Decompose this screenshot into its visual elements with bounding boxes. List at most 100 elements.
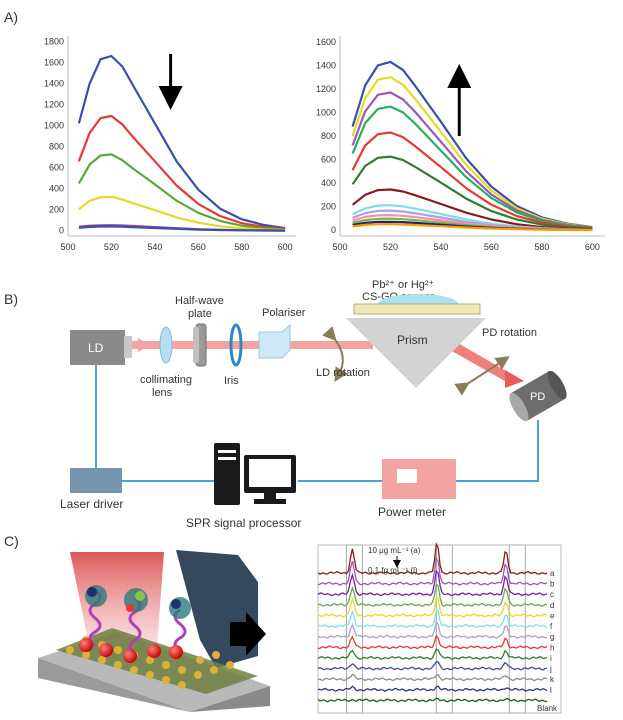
- chart-a1-series-2: [77, 114, 286, 230]
- chart-a2-x-tick-label: 560: [484, 242, 499, 252]
- chart-a1-y-tick-label: 600: [49, 163, 64, 173]
- chart-a2-y-tick-label: 1000: [316, 107, 336, 117]
- chart-a1-y-tick-label: 1600: [44, 57, 64, 67]
- laser-diode-box: [70, 330, 125, 365]
- chart-c-series-label: d: [550, 601, 554, 610]
- chart-a1-y-tick-label: 0: [59, 226, 64, 236]
- chart-c-series-c: [317, 569, 548, 597]
- chart-c-series-label: e: [550, 611, 555, 620]
- chart-a1-y-tick-label: 400: [49, 184, 64, 194]
- chart-c-series-j: [317, 661, 548, 671]
- chart-a2-series-5: [351, 131, 593, 230]
- chart-a2-y-tick-label: 800: [321, 131, 336, 141]
- polariser-label: Polariser: [262, 307, 306, 319]
- chart-a1-x-tick-label: 500: [60, 242, 75, 252]
- pd-label: PD: [530, 391, 545, 403]
- chart-a2-series-6: [351, 155, 593, 230]
- laser-beam: [128, 341, 373, 349]
- chart-a1-y-tick-label: 800: [49, 142, 64, 152]
- chart-a1-series-6: [78, 225, 286, 232]
- prism-label: Prism: [397, 333, 428, 347]
- chart-c-series-f: [317, 608, 548, 629]
- chart-a2-x-tick-label: 580: [534, 242, 549, 252]
- ld-rotation-arrow-icon: [322, 326, 348, 383]
- laser-diode-nozzle: [124, 336, 132, 358]
- panel-c-label: C): [4, 533, 19, 549]
- chart-a2-x-tick-label: 520: [383, 242, 398, 252]
- panel-b-label: B): [4, 291, 18, 307]
- substrate-side: [190, 686, 270, 712]
- chart-c-series-g: [317, 620, 548, 639]
- chart-c-annotation-top: 10 μg mL⁻¹ (a): [368, 546, 421, 555]
- chart-c-series-label: a: [550, 569, 555, 578]
- chart-a1-y-tick-label: 1800: [44, 36, 64, 46]
- chart-a2-y-tick-label: 400: [321, 178, 336, 188]
- computer-icon: [214, 443, 296, 505]
- laser-driver-box: [70, 468, 122, 493]
- chart-a2-y-tick-label: 600: [321, 155, 336, 165]
- chart-c-peak-window-2: [435, 544, 453, 714]
- right-arrow-icon: [230, 612, 266, 656]
- half-wave-plate-label-2: plate: [188, 308, 212, 320]
- chart-c-series-label: k: [550, 675, 555, 684]
- chart-c-series-label: b: [550, 580, 555, 589]
- chart-c-blank-label: Blank: [537, 704, 558, 713]
- half-wave-plate-label-1: Half-wave: [175, 295, 224, 307]
- half-wave-plate-face: [193, 327, 199, 363]
- chart-a2-y-tick-label: 1200: [316, 84, 336, 94]
- chart-a2-x-tick-label: 500: [332, 242, 347, 252]
- chart-a1-y-tick-label: 1200: [44, 99, 64, 109]
- chart-c-series-Blank: [317, 697, 548, 703]
- chart-c-series-a: [317, 541, 548, 575]
- polariser-icon: [258, 323, 291, 359]
- substrate-front: [38, 658, 190, 712]
- chart-c-series-label: f: [550, 622, 553, 631]
- chart-a2-series-4: [351, 105, 593, 229]
- chart-a2-series-13: [352, 223, 593, 232]
- chart-a1-x-tick-label: 560: [191, 242, 206, 252]
- chart-a1-x-tick-label: 600: [278, 242, 293, 252]
- signal-cable: [95, 365, 539, 482]
- chart-c-series-label: h: [550, 643, 554, 652]
- collimating-lens-icon: [159, 326, 173, 364]
- chart-c-annotation-bottom: 0.1 fg mL⁻¹ (l): [368, 566, 418, 575]
- ld-label: LD: [88, 341, 104, 355]
- chart-a1-x-tick-label: 520: [104, 242, 119, 252]
- chart-a1-series-1: [77, 54, 286, 230]
- power-meter-box: [382, 459, 456, 499]
- chart-c-series-label: j: [549, 665, 552, 674]
- chart-c-series-label: i: [550, 654, 552, 663]
- chart-c-series-e: [317, 596, 548, 618]
- chart-c-series-d: [317, 583, 548, 607]
- chart-a1-y-tick-label: 200: [49, 205, 64, 215]
- sensor-label-1: Pb²⁺ or Hg²⁺: [372, 279, 435, 291]
- chart-a2-series-3: [351, 91, 593, 229]
- chart-a2-y-tick-label: 1600: [316, 37, 336, 47]
- spr-processor-label: SPR signal processor: [186, 516, 301, 530]
- chart-a2-series-2: [351, 76, 593, 229]
- pd-rotation-arrow-icon: [454, 356, 510, 396]
- iris-label: Iris: [224, 375, 239, 387]
- chart-c-series-l: [317, 685, 548, 692]
- chart-a2-x-tick-label: 540: [433, 242, 448, 252]
- collimating-lens-label-2: lens: [152, 387, 173, 399]
- chart-a1-x-tick-label: 580: [234, 242, 249, 252]
- chart-c-peak-window-3: [508, 544, 526, 714]
- chart-c-series-label: c: [550, 590, 554, 599]
- ld-rotation-label: LD rotation: [316, 367, 370, 379]
- chart-a1-y-tick-label: 1400: [44, 78, 64, 88]
- chart-c-series-label: l: [550, 686, 552, 695]
- power-meter-display: [397, 469, 417, 483]
- chart-c-series-label: g: [550, 633, 554, 642]
- molecule-clusters: [85, 585, 191, 619]
- chart-c-series-h: [318, 634, 548, 650]
- chart-a2-y-tick-label: 0: [331, 225, 336, 235]
- chart-a2-series-1: [351, 60, 593, 229]
- sensor-illustration: [38, 550, 270, 712]
- beam-arrow-icon: [138, 338, 150, 352]
- chart-a2-y-tick-label: 200: [321, 202, 336, 212]
- spr-setup-diagram: LD collimating lens Half-wave plate Iris…: [60, 279, 567, 530]
